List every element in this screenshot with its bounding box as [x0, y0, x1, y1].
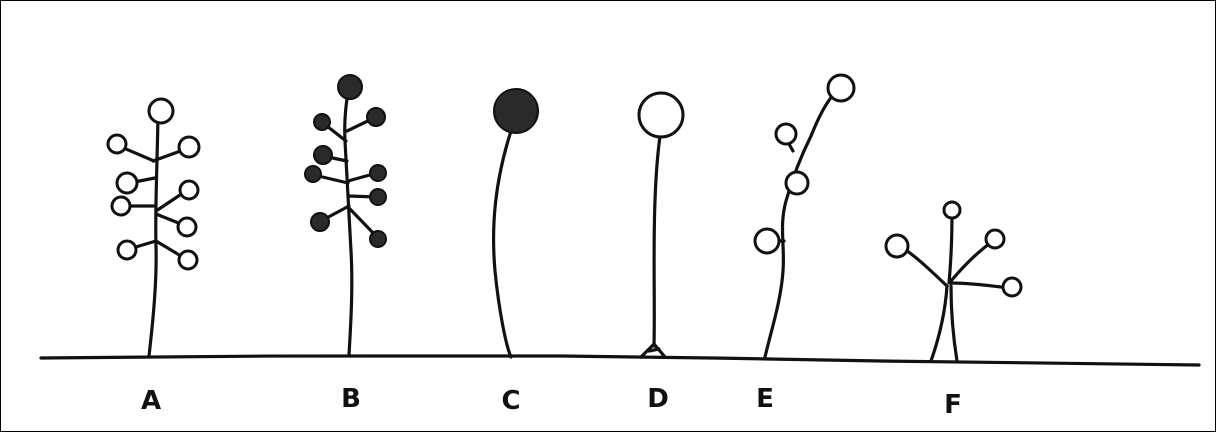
specimen-e-spore [753, 227, 781, 255]
specimen-d-spore [637, 91, 685, 139]
specimen-b-spore [337, 74, 363, 100]
specimen-e-spore [774, 122, 798, 146]
specimen-a-spore [177, 249, 199, 271]
specimen-a-spore [106, 133, 128, 155]
specimen-f-spore [884, 233, 910, 259]
specimen-a-stalk [147, 114, 160, 358]
label-d: D [647, 384, 669, 414]
specimen-d-rhizoid [639, 342, 667, 359]
specimen-a-spore [178, 179, 200, 201]
specimen-f-branches [899, 211, 1011, 290]
specimen-b-spore [366, 107, 386, 127]
specimen-a-branches [117, 144, 188, 261]
specimen-f-stalk-left [929, 284, 949, 363]
specimen-a-spore [177, 135, 201, 159]
specimen-b-branches [312, 116, 379, 239]
specimen-b-spore [313, 113, 331, 131]
ground-line [39, 354, 1201, 367]
label-f: F [944, 390, 962, 420]
specimen-f-spore [1001, 276, 1023, 298]
specimen-a-spore [115, 171, 139, 195]
specimen-f-spore [984, 228, 1006, 250]
specimen-f [884, 200, 1023, 363]
specimen-b-stalk [343, 87, 354, 357]
specimen-c-stalk [491, 129, 513, 359]
specimen-e-stalk [763, 91, 837, 359]
specimen-a-spore [116, 239, 138, 261]
specimen-f-spore [942, 200, 962, 220]
specimen-d-stalk [652, 134, 662, 348]
specimen-b [304, 74, 387, 357]
specimen-d [637, 91, 685, 359]
specimen-f-stalk-right [949, 284, 959, 363]
specimen-b-spore [304, 165, 322, 183]
specimen-c [491, 88, 539, 359]
specimen-b-spore [313, 145, 333, 165]
specimen-e [753, 73, 856, 359]
specimen-a-spore [110, 195, 132, 217]
label-a: A [141, 386, 161, 416]
specimen-e-spore [826, 73, 856, 103]
specimen-a [106, 97, 201, 358]
label-e: E [756, 384, 774, 414]
specimen-b-spore [369, 164, 387, 182]
label-c: C [501, 386, 520, 416]
specimen-b-spore [369, 230, 387, 248]
specimen-a-spore [176, 216, 198, 238]
specimen-c-spore [493, 88, 539, 134]
specimen-a-spore [147, 97, 175, 125]
label-b: B [341, 384, 361, 414]
specimen-e-spore [784, 170, 810, 196]
specimen-b-spore [310, 212, 330, 232]
specimen-b-spore [369, 188, 387, 206]
